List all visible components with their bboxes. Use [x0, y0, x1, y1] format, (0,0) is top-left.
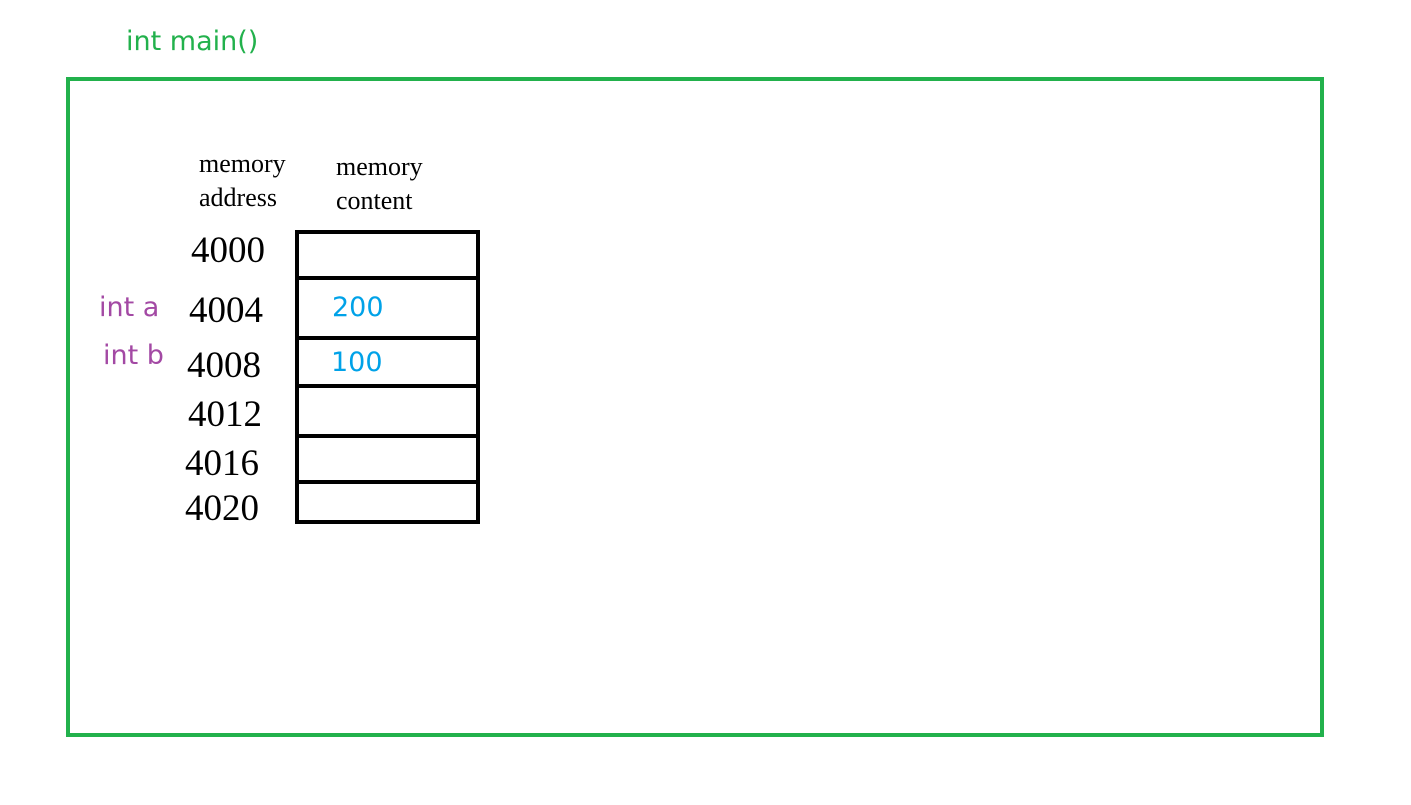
memory-content-header-line-2: content: [336, 186, 413, 215]
memory-address-header: memory address: [199, 147, 286, 215]
memory-address: 4004: [189, 290, 263, 331]
memory-cell: [295, 434, 480, 484]
memory-content-header-line-1: memory: [336, 152, 423, 181]
memory-value: 100: [331, 347, 383, 378]
memory-address: 4012: [188, 394, 262, 435]
memory-address: 4000: [191, 230, 265, 271]
function-scope-frame: [66, 77, 1324, 737]
memory-address-header-line-2: address: [199, 183, 277, 212]
memory-content-header: memory content: [336, 150, 423, 218]
memory-cell: [295, 336, 480, 388]
memory-block-bottom-edge: [295, 520, 480, 524]
function-title: int main(): [126, 26, 259, 57]
memory-address: 4020: [185, 488, 259, 529]
memory-address: 4008: [187, 345, 261, 386]
memory-cell: [295, 480, 480, 522]
variable-label: int b: [103, 340, 164, 371]
memory-address-header-line-1: memory: [199, 149, 286, 178]
memory-value: 200: [332, 292, 384, 323]
memory-cell: [295, 384, 480, 438]
memory-cell: [295, 276, 480, 338]
memory-cell: [295, 230, 480, 278]
memory-address: 4016: [185, 443, 259, 484]
variable-label: int a: [99, 292, 160, 323]
